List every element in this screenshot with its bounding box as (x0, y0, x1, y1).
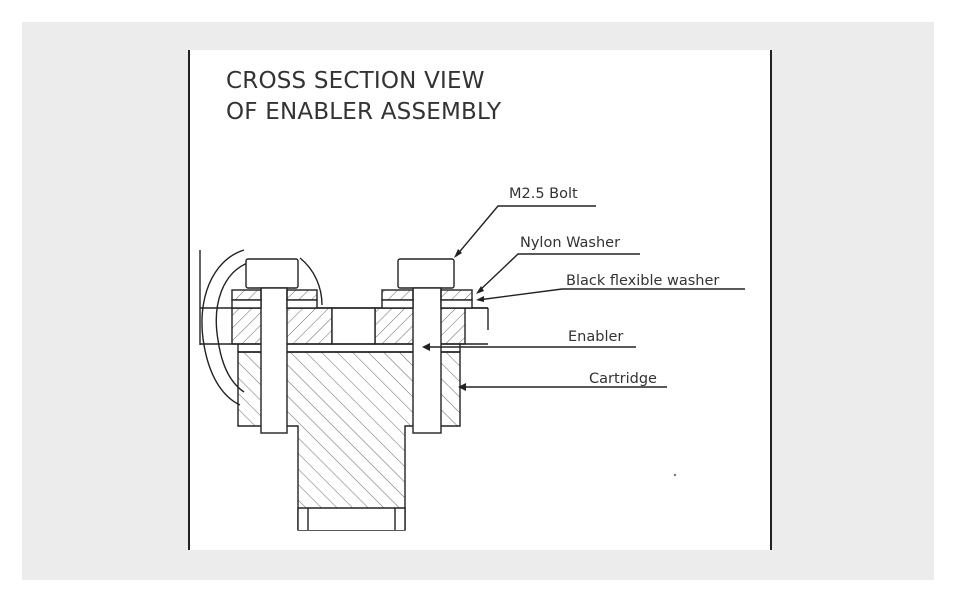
right-bolt-shaft (412, 287, 442, 434)
label-nylon-washer: Nylon Washer (520, 235, 620, 251)
left-nylon-washer-a (231, 289, 262, 301)
right-bolt-head (397, 258, 455, 289)
drawing-title-line-2: OF ENABLER ASSEMBLY (226, 99, 502, 125)
left-nylon-washer-b (286, 289, 318, 301)
nylon-washer-leader (477, 253, 640, 293)
right-nylon-washer-a (381, 289, 414, 301)
bolt-leader (455, 205, 596, 257)
left-outer-arc (201, 249, 245, 406)
label-black-flexible-washer: Black flexible washer (566, 273, 719, 289)
right-nylon-washer-b (440, 289, 473, 301)
left-bolt-shaft (260, 287, 288, 434)
right-black-washer-a (381, 299, 414, 309)
label-cartridge: Cartridge (589, 371, 657, 387)
cartridge-bottom-notch (297, 507, 406, 530)
label-m25-bolt: M2.5 Bolt (509, 186, 578, 202)
left-black-washer-a (231, 299, 262, 309)
right-black-washer-b (440, 299, 473, 309)
drawing-title-line-1: CROSS SECTION VIEW (226, 68, 485, 94)
left-inner-arc (215, 261, 251, 393)
label-enabler: Enabler (568, 329, 623, 345)
black-washer-leader (477, 288, 745, 301)
enabler-plate-gap (331, 307, 376, 345)
left-black-washer-b (286, 299, 318, 309)
left-bolt-head (245, 258, 299, 289)
